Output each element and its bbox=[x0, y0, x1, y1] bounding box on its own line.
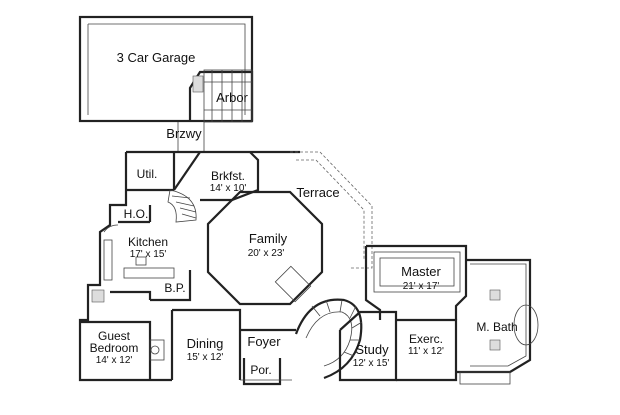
kitchen-label: Kitchen bbox=[128, 235, 168, 249]
right-wing-walls bbox=[338, 244, 539, 385]
study-label: Study bbox=[355, 342, 389, 357]
garage-label: 3 Car Garage bbox=[117, 50, 196, 65]
brzwy-label: Brzwy bbox=[166, 126, 202, 141]
family-label: Family bbox=[249, 231, 288, 246]
por-label: Por. bbox=[250, 363, 271, 377]
left-wing-walls bbox=[78, 150, 300, 382]
family-dims: 20' x 23' bbox=[248, 248, 285, 259]
mbath-label: M. Bath bbox=[476, 320, 517, 334]
master-label: Master bbox=[401, 264, 441, 279]
exerc-dims: 11' x 12' bbox=[408, 346, 444, 357]
garage-storage-icon bbox=[192, 75, 204, 93]
study-dims: 12' x 15' bbox=[353, 358, 390, 369]
garage-block bbox=[78, 15, 254, 123]
service-stair bbox=[167, 189, 197, 223]
terrace-outline bbox=[290, 151, 373, 269]
terrace-label: Terrace bbox=[296, 185, 339, 200]
arbor-label: Arbor bbox=[216, 90, 248, 105]
ho-label: H.O. bbox=[124, 207, 149, 221]
master-dims: 21' x 17' bbox=[403, 281, 440, 292]
guest-label-2: Bedroom bbox=[90, 341, 139, 355]
util-label: Util. bbox=[137, 167, 158, 181]
fireplace-icon bbox=[274, 265, 312, 303]
guest-dims: 14' x 12' bbox=[96, 355, 133, 366]
arbor-structure bbox=[203, 69, 253, 123]
foyer-label: Foyer bbox=[247, 334, 281, 349]
brkfst-label: Brkfst. bbox=[211, 169, 245, 183]
brkfst-dims: 14' x 10' bbox=[210, 183, 247, 194]
bp-label: B.P. bbox=[164, 281, 185, 295]
guest-label: Guest bbox=[98, 329, 131, 343]
exerc-label: Exerc. bbox=[409, 332, 443, 346]
dining-label: Dining bbox=[187, 336, 224, 351]
kitchen-cooktop-icon bbox=[135, 256, 147, 266]
dining-dims: 15' x 12' bbox=[187, 352, 224, 363]
tub-icon bbox=[513, 304, 539, 346]
kitchen-dims: 17' x 15' bbox=[130, 249, 167, 260]
family-room-walls bbox=[206, 190, 324, 306]
